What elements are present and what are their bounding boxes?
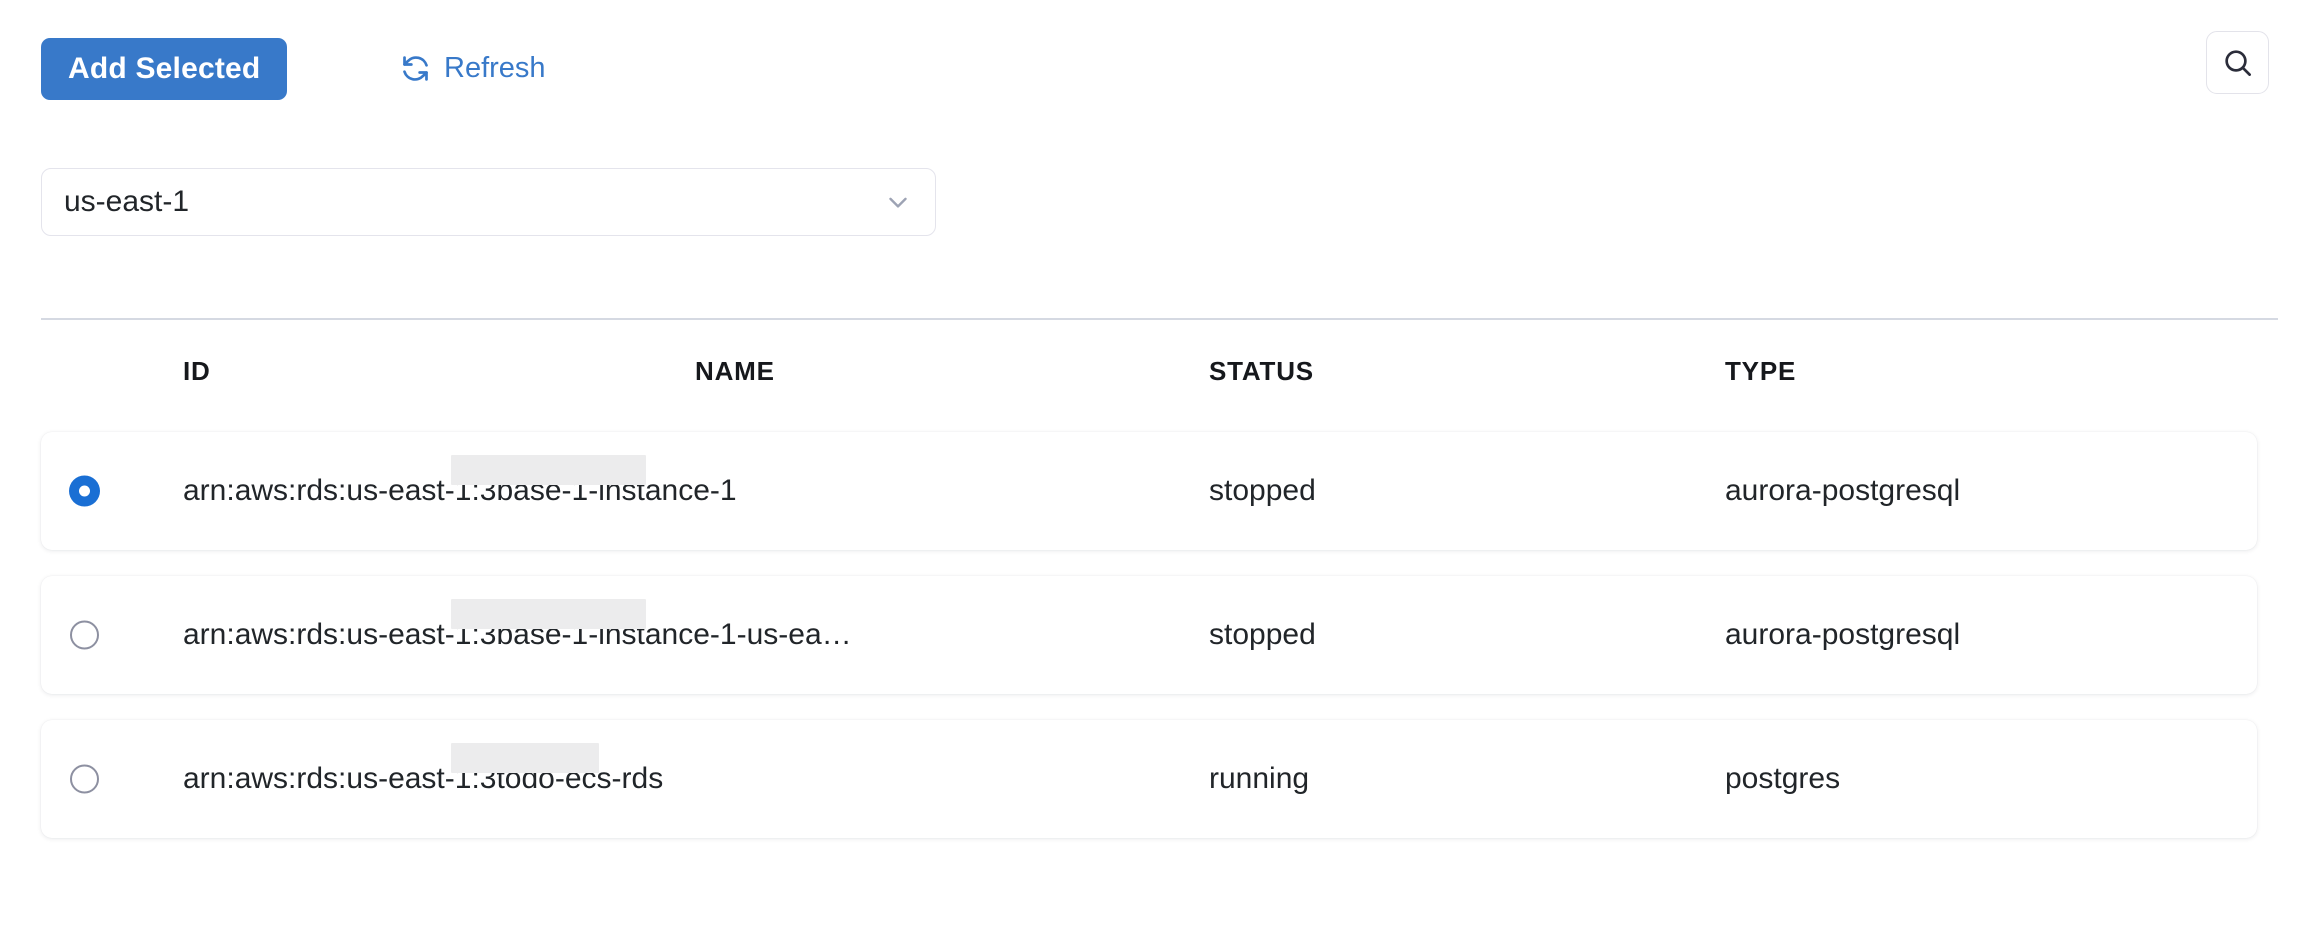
column-header-type: TYPE xyxy=(1725,356,1797,386)
column-header-id: ID xyxy=(183,356,211,386)
cell-id-prefix: arn:aws:rds:us-east-1:3 xyxy=(183,618,497,651)
refresh-icon xyxy=(400,53,431,84)
table-row[interactable]: arn:aws:rds:us-east-1:3base-1-instance-1… xyxy=(41,576,2257,694)
radio-icon[interactable] xyxy=(70,620,99,650)
cell-type: postgres xyxy=(1725,762,1841,795)
rds-instances-table: ID NAME STATUS TYPE arn:aws:rds:us-east-… xyxy=(0,340,2298,864)
toolbar: Add Selected Refresh xyxy=(0,0,2298,118)
cell-status: running xyxy=(1209,762,1310,795)
column-header-status: STATUS xyxy=(1209,356,1314,386)
radio-icon[interactable] xyxy=(70,476,99,506)
cell-id-suffix: todo-ecs-rds xyxy=(496,762,664,795)
cell-status: stopped xyxy=(1209,474,1316,507)
cell-id-suffix: base-1-instance-1 xyxy=(496,474,737,507)
cell-status: stopped xyxy=(1209,618,1316,651)
row-select-radio[interactable] xyxy=(70,476,99,506)
refresh-button[interactable]: Refresh xyxy=(400,52,546,85)
cell-id-prefix: arn:aws:rds:us-east-1:3 xyxy=(183,474,497,507)
chevron-down-icon xyxy=(883,187,913,217)
cell-id-suffix: base-1-instance-1-us-ea… xyxy=(496,618,852,651)
cell-type: aurora-postgresql xyxy=(1725,618,1961,651)
row-select-radio[interactable] xyxy=(70,764,99,794)
cell-id: arn:aws:rds:us-east-1:3base-1-instance-1 xyxy=(183,455,737,508)
cell-id: arn:aws:rds:us-east-1:3todo-ecs-rds xyxy=(183,743,664,796)
section-divider xyxy=(41,318,2278,320)
row-select-radio[interactable] xyxy=(70,620,99,650)
table-header-row: ID NAME STATUS TYPE xyxy=(0,340,2298,432)
cell-type: aurora-postgresql xyxy=(1725,474,1961,507)
table-row[interactable]: arn:aws:rds:us-east-1:3base-1-instance-1… xyxy=(41,432,2257,550)
cell-id: arn:aws:rds:us-east-1:3base-1-instance-1… xyxy=(183,599,852,652)
table-row[interactable]: arn:aws:rds:us-east-1:3todo-ecs-rds runn… xyxy=(41,720,2257,838)
column-header-name: NAME xyxy=(695,356,775,386)
region-select-value: us-east-1 xyxy=(64,185,190,218)
search-button[interactable] xyxy=(2206,31,2269,94)
search-icon xyxy=(2221,46,2255,80)
cell-id-prefix: arn:aws:rds:us-east-1:3 xyxy=(183,762,497,795)
add-selected-button[interactable]: Add Selected xyxy=(41,38,288,100)
region-select[interactable]: us-east-1 xyxy=(41,168,936,236)
refresh-label: Refresh xyxy=(444,52,546,84)
radio-icon[interactable] xyxy=(70,764,99,794)
